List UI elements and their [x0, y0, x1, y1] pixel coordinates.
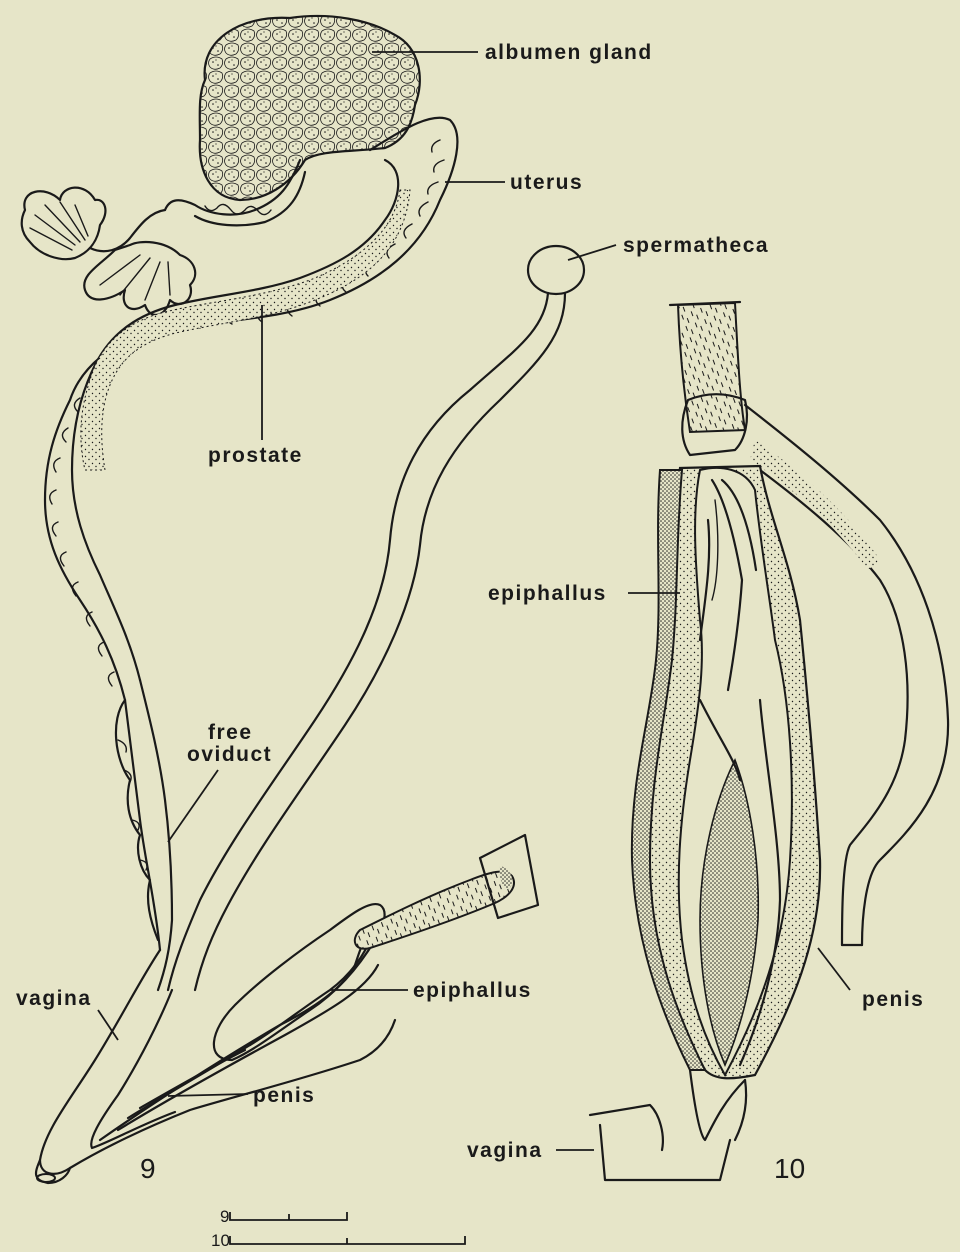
free-oviduct [140, 680, 172, 990]
epiphallus-upper-tube [678, 303, 745, 432]
label-vagina-9: vagina [16, 987, 92, 1010]
label-uterus: uterus [510, 171, 583, 194]
label-penis-10: penis [862, 988, 924, 1011]
figure-number-9: 9 [140, 1153, 156, 1184]
label-epiphallus-10: epiphallus [488, 582, 607, 605]
label-penis-9: penis [253, 1084, 315, 1107]
figure-10-drawing [590, 302, 948, 1180]
epiphallus-loop [214, 904, 385, 1060]
label-oviduct: oviduct [187, 743, 272, 766]
scale-bar-10-label: 10 [211, 1231, 230, 1250]
label-vagina-10: vagina [467, 1139, 543, 1162]
uterus-outline-inner [72, 160, 398, 680]
scale-bar-9-label: 9 [220, 1207, 229, 1226]
uterus-outline-outer [45, 118, 457, 950]
label-free: free [208, 721, 253, 744]
scale-bar-10 [230, 1236, 465, 1244]
spermatheca-sac [528, 246, 584, 294]
prostate-band [81, 190, 410, 470]
scale-bars: 9 10 [211, 1207, 465, 1250]
figure-number-10: 10 [774, 1153, 805, 1184]
label-prostate: prostate [208, 444, 303, 467]
epiphallus-tube [355, 872, 514, 949]
label-spermatheca: spermatheca [623, 234, 769, 257]
albumen-gland-shape [200, 16, 420, 200]
scale-bar-9 [230, 1212, 347, 1220]
label-albumen-gland: albumen gland [485, 41, 653, 64]
label-epiphallus-9: epiphallus [413, 979, 532, 1002]
